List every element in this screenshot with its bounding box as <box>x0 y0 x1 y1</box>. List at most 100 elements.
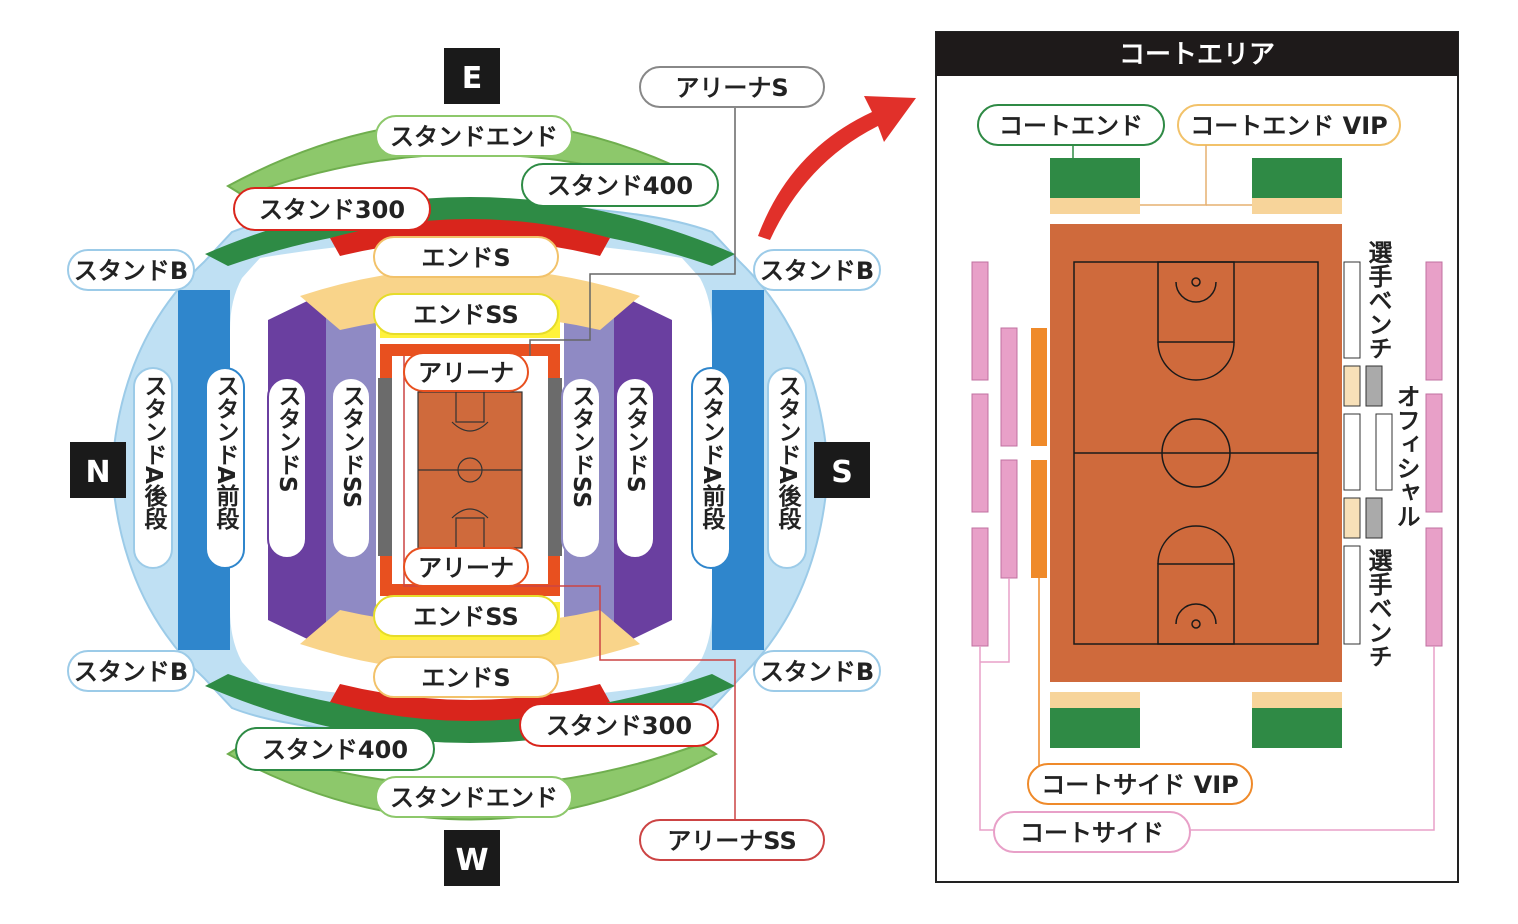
label-end-ss-top: エンドSS <box>373 293 559 335</box>
court-side-vip-left-1 <box>1031 328 1047 446</box>
svg-text:アリーナ: アリーナ <box>418 359 514 387</box>
bench-seat-top-light <box>1343 365 1361 407</box>
bench-seat-bottom-light <box>1343 497 1361 539</box>
svg-text:スタンドB: スタンドB <box>760 257 874 285</box>
label-stand-s-right: スタンドS <box>615 377 655 559</box>
arena-side-right <box>548 378 562 556</box>
label-stand-a-front-right: スタンドA前段 <box>691 367 731 569</box>
court-side-right-2 <box>1425 393 1443 513</box>
official-box-right <box>1375 413 1393 491</box>
court-end-vip-bottom-right <box>1252 692 1342 708</box>
court-side-left-outer-1 <box>971 261 989 381</box>
court-end-vip-top-right <box>1252 198 1342 214</box>
arena-ss-leader <box>403 356 736 822</box>
svg-text:アリーナSS: アリーナSS <box>667 827 797 855</box>
svg-text:エンドS: エンドS <box>421 664 510 692</box>
court-side-vip-left-2 <box>1031 460 1047 578</box>
mini-court <box>417 391 523 549</box>
svg-text:スタンドS: スタンドS <box>274 384 301 493</box>
label-stand-300-top: スタンド300 <box>233 187 431 231</box>
court-side-left-outer-3 <box>971 527 989 647</box>
label-court-side-vip: コートサイド VIP <box>1027 763 1253 805</box>
svg-text:アリーナ: アリーナ <box>418 554 514 582</box>
label-stand-b-se: スタンドB <box>753 650 881 692</box>
player-bench-top-label: 選手ベンチ <box>1364 240 1392 360</box>
label-stand-400-top: スタンド400 <box>521 163 719 207</box>
label-arena-top: アリーナ <box>403 352 529 392</box>
svg-text:エンドSS: エンドSS <box>413 301 519 329</box>
svg-text:スタンドB: スタンドB <box>74 658 188 686</box>
court-end-bottom-left <box>1050 708 1140 748</box>
arrow-icon <box>758 96 916 240</box>
label-court-end-vip: コートエンド VIP <box>1177 104 1401 146</box>
arena-side-left <box>378 378 392 556</box>
label-stand-s-left: スタンドS <box>267 377 307 559</box>
court-side-left-inner-2 <box>1000 459 1018 579</box>
svg-text:アリーナS: アリーナS <box>675 74 788 102</box>
label-arena-ss: アリーナSS <box>639 819 825 861</box>
svg-text:コートエンド VIP: コートエンド VIP <box>1190 112 1387 140</box>
svg-text:コートサイド VIP: コートサイド VIP <box>1041 771 1238 799</box>
label-end-ss-bottom: エンドSS <box>373 595 559 637</box>
label-stand-a-rear-right: スタンドA後段 <box>767 367 807 569</box>
label-stand-end-bottom: スタンドエンド <box>375 776 573 818</box>
court-side-right-1 <box>1425 261 1443 381</box>
basketball-court <box>1050 224 1342 682</box>
arena-s-leader <box>529 106 736 356</box>
label-stand-b-nw: スタンドB <box>67 249 195 291</box>
label-stand-b-sw: スタンドB <box>67 650 195 692</box>
svg-text:コートエンド: コートエンド <box>999 112 1143 140</box>
bench-seat-bottom-grey <box>1365 497 1383 539</box>
label-stand-400-bottom: スタンド400 <box>235 727 435 771</box>
official-label: オフィシャル <box>1392 384 1420 528</box>
svg-text:スタンドS: スタンドS <box>622 384 649 493</box>
svg-text:スタンド400: スタンド400 <box>262 736 408 764</box>
svg-text:スタンドB: スタンドB <box>760 658 874 686</box>
compass-east-box <box>444 48 500 104</box>
court-end-vip-top-left <box>1050 198 1140 214</box>
svg-text:スタンド400: スタンド400 <box>547 172 693 200</box>
court-end-top-left <box>1050 158 1140 198</box>
svg-text:スタンド300: スタンド300 <box>259 196 405 224</box>
label-court-end: コートエンド <box>977 104 1165 146</box>
court-area-header <box>936 32 1458 76</box>
svg-text:スタンドSS: スタンドSS <box>338 384 365 508</box>
svg-text:スタンドB: スタンドB <box>74 257 188 285</box>
court-side-left-outer-2 <box>971 393 989 513</box>
court-area-panel: コートエリア コートエンド コートエンド VIP <box>935 31 1459 883</box>
label-stand-ss-left: スタンドSS <box>331 377 371 559</box>
official-box-left <box>1343 413 1361 491</box>
svg-text:スタンド300: スタンド300 <box>546 712 692 740</box>
svg-text:エンドSS: エンドSS <box>413 603 519 631</box>
label-stand-ss-right: スタンドSS <box>561 377 601 559</box>
compass-north-box <box>70 442 126 498</box>
compass-east: E <box>462 61 483 96</box>
label-arena-s: アリーナS <box>639 66 825 108</box>
compass-west-box <box>444 830 500 886</box>
label-stand-end-top: スタンドエンド <box>375 115 573 157</box>
label-arena-bottom: アリーナ <box>403 547 529 587</box>
compass-south: S <box>831 455 853 490</box>
compass-west: W <box>455 843 488 878</box>
svg-text:スタンドA後段: スタンドA後段 <box>774 374 802 531</box>
svg-text:スタンドエンド: スタンドエンド <box>390 784 558 812</box>
svg-text:スタンドA後段: スタンドA後段 <box>140 374 168 531</box>
court-side-right-3 <box>1425 527 1443 647</box>
player-bench-bottom-label: 選手ベンチ <box>1364 548 1392 668</box>
compass-south-box <box>814 442 870 498</box>
stadium-map: E W N S アリーナS スタンドエンド スタンド400 スタンド300 スタ… <box>67 48 881 886</box>
court-side-left-inner-1 <box>1000 327 1018 447</box>
label-end-s-bottom: エンドS <box>373 656 559 698</box>
svg-text:スタンドエンド: スタンドエンド <box>390 123 558 151</box>
court-end-top-right <box>1252 158 1342 198</box>
svg-text:スタンドSS: スタンドSS <box>568 384 595 508</box>
label-stand-a-front-left: スタンドA前段 <box>205 367 245 569</box>
player-bench-top-box <box>1343 261 1361 359</box>
svg-text:スタンドA前段: スタンドA前段 <box>698 374 726 531</box>
court-end-vip-bottom-left <box>1050 692 1140 708</box>
court-end-bottom-right <box>1252 708 1342 748</box>
label-stand-a-rear-left: スタンドA後段 <box>133 367 173 569</box>
player-bench-bottom-box <box>1343 545 1361 645</box>
compass-north: N <box>85 455 110 490</box>
